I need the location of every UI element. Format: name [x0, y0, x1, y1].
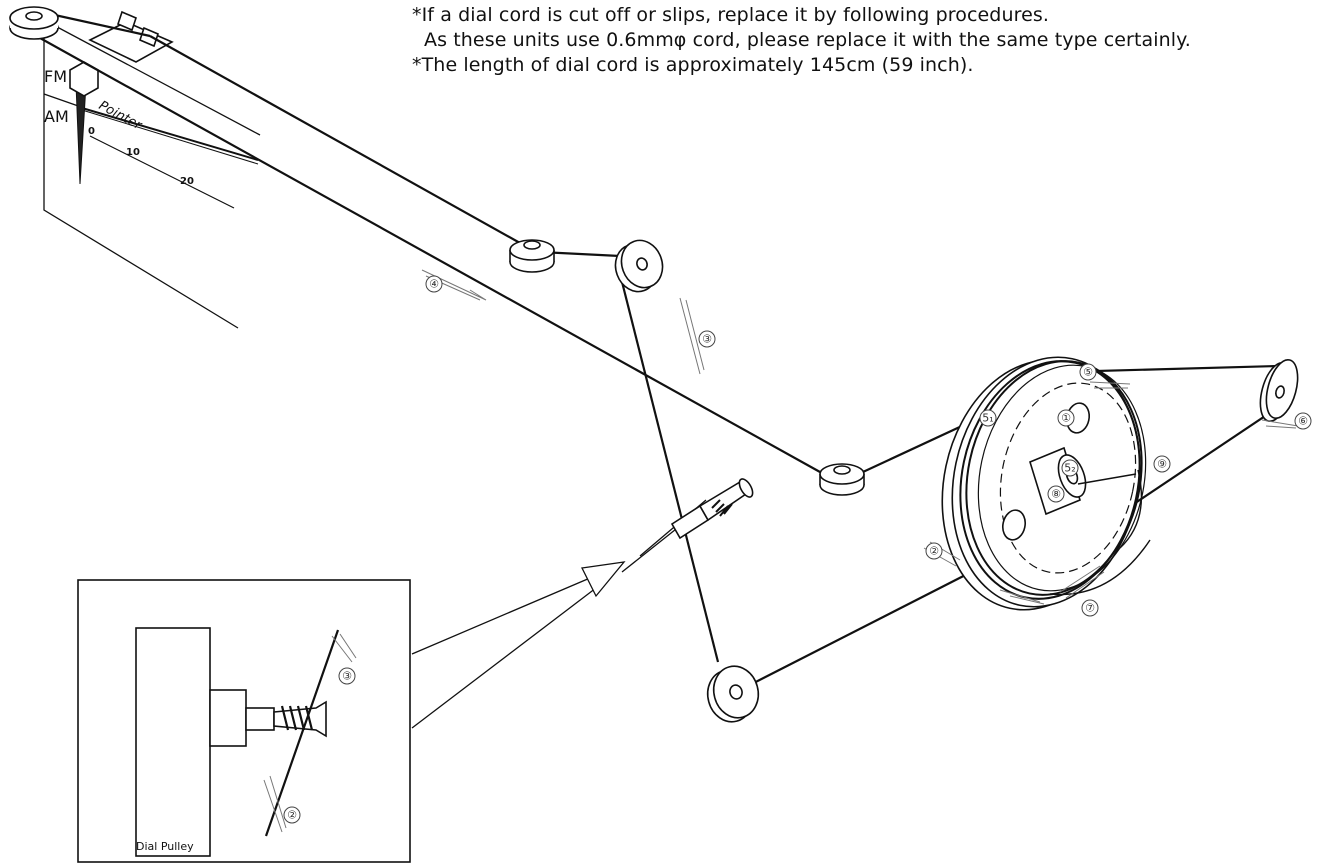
scale-tick-20: 20	[180, 176, 194, 187]
svg-text:5₂: 5₂	[1064, 462, 1075, 475]
svg-text:②: ②	[929, 545, 939, 558]
callout-9: ⑨	[1153, 455, 1171, 473]
band-label-am: AM	[44, 107, 69, 126]
callout-5-top: ⑤	[1079, 363, 1097, 381]
svg-text:5₁: 5₁	[982, 412, 993, 425]
svg-text:④: ④	[429, 278, 439, 291]
instruction-note-2: As these units use 0.6mmφ cord, please r…	[424, 29, 1191, 51]
pulley-top-left	[9, 6, 59, 40]
svg-text:①: ①	[1061, 412, 1071, 425]
callout-2-drum: ②	[925, 542, 943, 560]
svg-text:②: ②	[287, 809, 297, 822]
instruction-note-1: *If a dial cord is cut off or slips, rep…	[412, 4, 1050, 26]
pulley-b	[614, 239, 664, 293]
svg-text:⑤: ⑤	[1083, 366, 1093, 379]
callout-3-inset: ③	[338, 667, 356, 685]
pulley-c	[706, 665, 760, 723]
svg-text:⑥: ⑥	[1298, 415, 1308, 428]
svg-text:③: ③	[702, 333, 712, 346]
dial-pulley-shaft	[621, 478, 754, 573]
svg-text:⑨: ⑨	[1157, 458, 1167, 471]
callout-arrow	[411, 561, 626, 729]
callout-5a: 5₁	[979, 409, 997, 427]
callout-8: ⑧	[1047, 485, 1065, 503]
pointer-needle	[75, 83, 87, 185]
callout-3: ③	[698, 330, 716, 348]
pulley-e	[819, 463, 865, 496]
band-label-fm: FM	[44, 67, 67, 86]
svg-text:⑧: ⑧	[1051, 488, 1061, 501]
dial-pulley-inset: Dial Pulley	[77, 579, 411, 863]
scale-tick-10: 10	[126, 147, 140, 158]
instruction-note-3: *The length of dial cord is approximatel…	[412, 54, 974, 76]
pulley-right	[1259, 358, 1299, 423]
inset-caption: Dial Pulley	[136, 840, 194, 853]
svg-text:⑦: ⑦	[1085, 602, 1095, 615]
scale-tick-0: 0	[88, 126, 95, 137]
dial-scale-panel: FM AM Pointer 0 10 20	[43, 10, 261, 329]
tuning-drum	[941, 356, 1151, 611]
svg-text:③: ③	[342, 670, 352, 683]
callout-4: ④	[425, 275, 443, 293]
callout-1: ①	[1057, 409, 1075, 427]
callout-6: ⑥	[1294, 412, 1312, 430]
pulley-a	[509, 239, 555, 273]
callout-2-inset: ②	[283, 806, 301, 824]
callout-7: ⑦	[1081, 599, 1099, 617]
callout-5b: 5₂	[1061, 459, 1079, 477]
